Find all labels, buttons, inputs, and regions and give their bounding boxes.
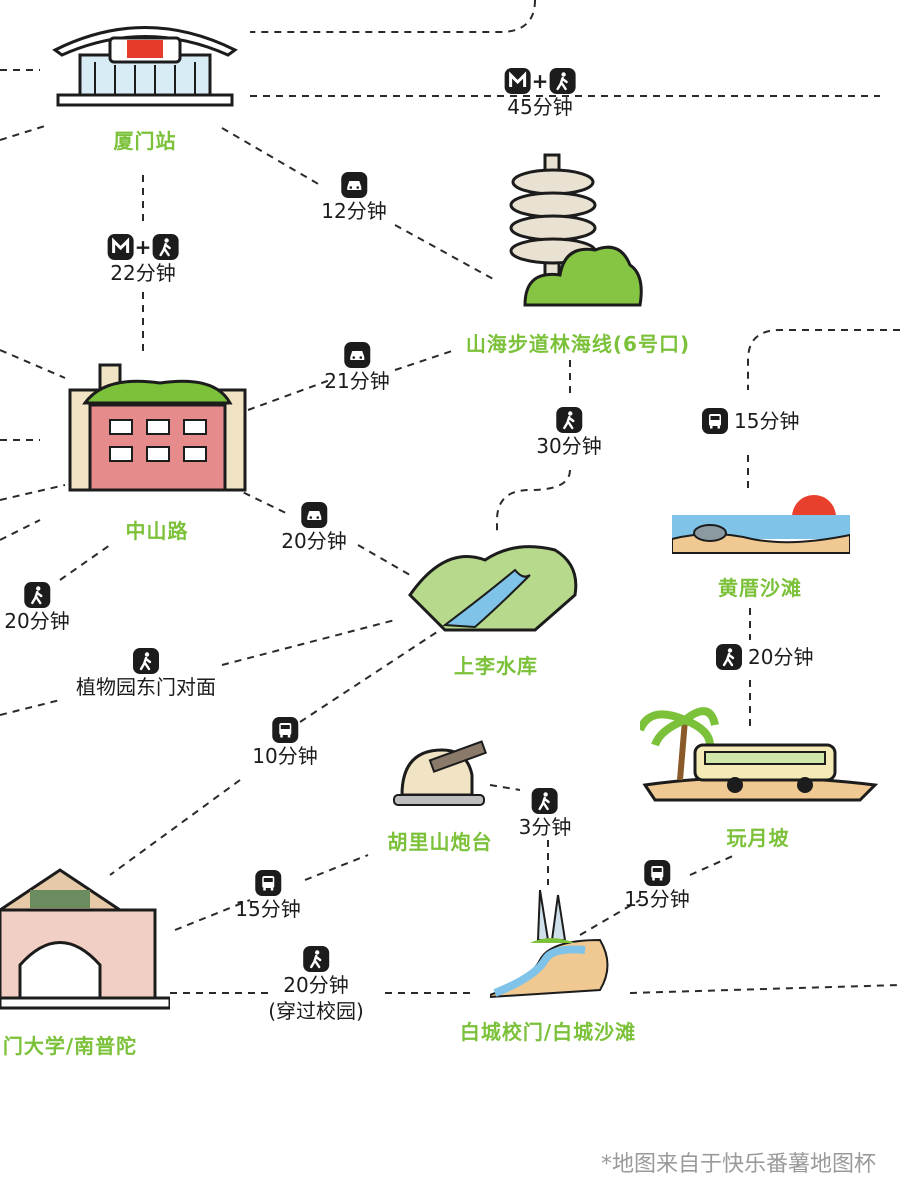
route-station-trail: 12分钟 bbox=[321, 170, 387, 224]
route-time: 30分钟 bbox=[536, 434, 602, 458]
route-time: 20分钟 bbox=[283, 973, 349, 997]
shanhai-trail-illustration bbox=[509, 153, 643, 307]
route-note: (穿过校园) bbox=[268, 999, 364, 1023]
walk-icon bbox=[152, 233, 179, 260]
route-zhongshan-left: 20分钟 bbox=[4, 580, 70, 634]
route-time: 15分钟 bbox=[624, 887, 690, 911]
car-icon bbox=[300, 501, 327, 528]
route-time: 3分钟 bbox=[518, 815, 572, 839]
walk-icon bbox=[133, 647, 159, 674]
route-time: 15分钟 bbox=[235, 897, 301, 921]
place-label-wanyue-po[interactable]: 玩月坡 bbox=[726, 826, 790, 850]
wanyue-po-illustration bbox=[640, 707, 879, 802]
bus-icon bbox=[254, 869, 281, 896]
place-label-xiamen-university[interactable]: 门大学/南普陀 bbox=[2, 1034, 138, 1058]
place-label-shanhai-trail[interactable]: 山海步道林海线(6号口) bbox=[465, 332, 691, 356]
route-fort-university: 15分钟 bbox=[235, 868, 301, 922]
route-time: 45分钟 bbox=[507, 95, 573, 119]
route-trail-reservoir: 30分钟 bbox=[536, 405, 602, 459]
bus-icon bbox=[643, 859, 670, 886]
route-huangcuo-east: 15分钟 bbox=[702, 408, 799, 434]
place-label-zhongshan-road[interactable]: 中山路 bbox=[125, 519, 189, 543]
route-time: 12分钟 bbox=[321, 199, 387, 223]
route-university-baicheng: 20分钟 (穿过校园) bbox=[268, 944, 364, 1024]
route-time: 21分钟 bbox=[324, 369, 390, 393]
route-fort-baicheng: 3分钟 bbox=[518, 786, 572, 840]
place-label-xiamen-station[interactable]: 厦门站 bbox=[113, 129, 177, 153]
huangcuo-beach-illustration bbox=[672, 495, 850, 554]
place-label-shangli-reservoir[interactable]: 上李水库 bbox=[454, 654, 538, 678]
place-label-huangcuo-beach[interactable]: 黄厝沙滩 bbox=[718, 576, 802, 600]
route-label: 植物园东门对面 bbox=[76, 675, 216, 699]
route-zhongshan-trail: 21分钟 bbox=[324, 340, 390, 394]
walk-icon bbox=[531, 787, 558, 814]
route-station-zhongshan: + 22分钟 bbox=[107, 232, 179, 286]
zhongshan-road-illustration bbox=[68, 363, 247, 492]
walk-icon bbox=[555, 406, 582, 433]
route-time: 20分钟 bbox=[748, 645, 814, 669]
shangli-reservoir-illustration bbox=[408, 545, 578, 632]
xiamen-station-illustration bbox=[52, 26, 238, 107]
place-label-hulishan-fort[interactable]: 胡里山炮台 bbox=[387, 830, 493, 854]
bus-icon bbox=[271, 716, 298, 743]
place-label-baicheng[interactable]: 白城校门/白城沙滩 bbox=[459, 1020, 637, 1044]
route-station-east: + 45分钟 bbox=[504, 66, 576, 120]
metro-icon bbox=[107, 233, 134, 260]
route-wanyue-baicheng: 15分钟 bbox=[624, 858, 690, 912]
baicheng-illustration bbox=[490, 889, 609, 999]
map-credit: *地图来自于快乐番薯地图杯 bbox=[600, 1152, 876, 1177]
route-time: 20分钟 bbox=[4, 609, 70, 633]
hulishan-fort-illustration bbox=[393, 740, 488, 806]
walk-icon bbox=[549, 67, 576, 94]
route-zhongshan-reservoir: 20分钟 bbox=[281, 500, 347, 554]
route-time: 15分钟 bbox=[734, 409, 800, 433]
metro-icon bbox=[504, 67, 531, 94]
route-time: 10分钟 bbox=[252, 744, 318, 768]
route-time: 22分钟 bbox=[110, 261, 176, 285]
car-icon bbox=[340, 171, 367, 198]
walk-icon bbox=[23, 581, 50, 608]
bus-icon bbox=[702, 408, 728, 434]
walk-icon bbox=[302, 945, 329, 972]
walk-icon bbox=[716, 644, 742, 670]
route-botanical-gate: 植物园东门对面 bbox=[76, 646, 216, 700]
xiamen-university-illustration bbox=[0, 868, 170, 1010]
route-huangcuo-wanyue: 20分钟 bbox=[716, 644, 813, 670]
route-reservoir-university: 10分钟 bbox=[252, 715, 318, 769]
route-time: 20分钟 bbox=[281, 529, 347, 553]
car-icon bbox=[343, 341, 370, 368]
